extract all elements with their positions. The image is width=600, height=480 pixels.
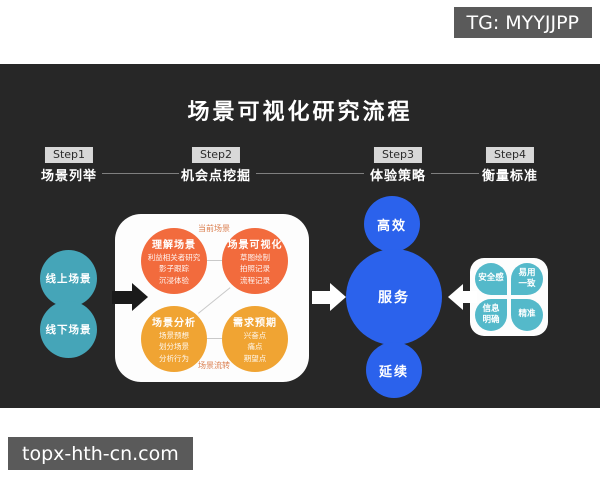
circle-item: 沉浸体验 <box>159 275 189 285</box>
understand-scene-circle: 理解场景 利益相关者研究 影子跟踪 沉浸体验 <box>141 228 207 294</box>
top-watermark-text: TG: MYYJJPP <box>466 11 580 34</box>
petal-line: 一致 <box>518 279 536 289</box>
arrow-right-icon <box>312 291 330 304</box>
service-label: 服务 <box>378 290 410 306</box>
petal-information: 信息 明确 <box>475 299 507 331</box>
arrow-right-icon <box>132 283 148 311</box>
step-connector-line <box>256 173 364 174</box>
petal-security: 安全感 <box>475 263 507 295</box>
petal-line: 明确 <box>482 315 500 325</box>
offline-scene-label: 线下场景 <box>45 324 92 336</box>
petal-precision: 精准 <box>511 299 543 331</box>
continuation-circle: 延续 <box>366 342 422 398</box>
online-scene-label: 线上场景 <box>45 273 92 285</box>
bottom-watermark-text: topx-hth-cn.com <box>22 442 179 465</box>
metrics-panel: 安全感 易用 一致 信息 明确 精准 <box>470 258 548 336</box>
step-connector-line <box>431 173 479 174</box>
scene-flow-label: 场景流转 <box>198 361 230 370</box>
arrow-left-icon <box>463 291 477 303</box>
circle-title: 理解场景 <box>152 240 196 252</box>
offline-scene-circle: 线下场景 <box>40 301 97 358</box>
scene-analysis-circle: 场景分析 场景预想 划分场景 分析行为 <box>141 306 207 372</box>
online-scene-circle: 线上场景 <box>40 250 97 307</box>
circle-item: 场景预想 <box>159 331 189 341</box>
step4-badge: Step4 <box>485 147 535 163</box>
circle-item: 痛点 <box>247 342 263 352</box>
circle-title: 场景分析 <box>152 318 196 330</box>
petal-line: 安全感 <box>478 273 504 284</box>
petal-usability: 易用 一致 <box>511 263 543 295</box>
step3-badge: Step3 <box>373 147 423 163</box>
circle-title: 场景可视化 <box>227 240 283 252</box>
circle-item: 利益相关者研究 <box>147 253 201 263</box>
circle-item: 兴奋点 <box>243 331 267 341</box>
circle-item: 影子跟踪 <box>159 264 189 274</box>
top-watermark-box: TG: MYYJJPP <box>453 7 592 38</box>
efficient-label: 高效 <box>376 218 407 234</box>
slide-title: 场景可视化研究流程 <box>187 100 413 125</box>
current-scene-label: 当前场景 <box>198 224 230 233</box>
circle-item: 草图绘制 <box>240 253 270 263</box>
continuation-label: 延续 <box>378 364 409 380</box>
step4-label: 衡量标准 <box>481 169 539 184</box>
circle-item: 划分场景 <box>159 342 189 352</box>
arrow-right-icon <box>112 291 132 304</box>
scene-visualization-circle: 场景可视化 草图绘制 拍照记录 流程记录 <box>222 228 288 294</box>
efficient-circle: 高效 <box>364 196 420 252</box>
demand-expectation-circle: 需求预期 兴奋点 痛点 期望点 <box>222 306 288 372</box>
step-connector-line <box>102 173 179 174</box>
service-circle: 服务 <box>346 249 442 345</box>
step2-label: 机会点挖掘 <box>180 169 252 184</box>
circle-title: 需求预期 <box>233 318 277 330</box>
step1-badge: Step1 <box>44 147 94 163</box>
connector-line <box>207 260 222 261</box>
circle-item: 分析行为 <box>159 353 189 363</box>
circle-item: 流程记录 <box>240 275 270 285</box>
connector-line <box>207 338 222 339</box>
step2-badge: Step2 <box>191 147 241 163</box>
bottom-watermark-box: topx-hth-cn.com <box>8 437 193 470</box>
petal-line: 精准 <box>518 309 536 320</box>
arrow-left-icon <box>448 284 463 310</box>
arrow-right-icon <box>330 283 346 311</box>
petal-line: 信息 <box>482 303 500 314</box>
circle-item: 期望点 <box>243 353 267 363</box>
step3-label: 体验策略 <box>369 169 427 184</box>
petal-line: 易用 <box>518 267 536 278</box>
step1-label: 场景列举 <box>40 169 98 184</box>
circle-item: 拍照记录 <box>240 264 270 274</box>
